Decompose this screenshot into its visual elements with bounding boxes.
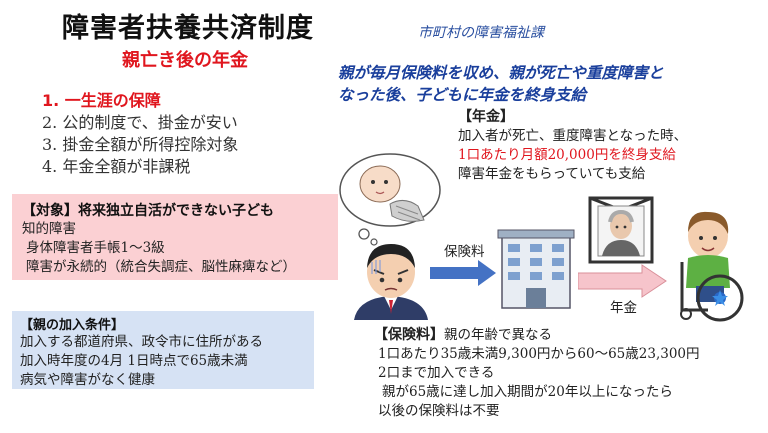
page-title: 障害者扶養共済制度 [62, 13, 314, 44]
baby-thought-bubble-illustration [339, 153, 441, 246]
pension-line-3: 障害年金をもらっていても支給 [458, 166, 646, 182]
premium-info: 【保険料】親の年齢で異なる 1口あたり35歳未満9,300円から60～65歳23… [374, 326, 700, 421]
key-point-1: 1. 一生涯の保障 [42, 91, 161, 110]
premium-arrow-label: 保険料 [444, 244, 485, 260]
pension-line-1: 加入者が死亡、重度障害となった時、 [458, 128, 688, 144]
child-wheelchair-illustration [680, 211, 744, 322]
page-subtitle: 親亡き後の年金 [122, 50, 248, 71]
target-line-1: 知的障害 [22, 221, 76, 237]
key-points-list: 1. 一生涯の保障 2. 公的制度で、掛金が安い 3. 掛金全額が所得控除対象 … [42, 90, 238, 178]
pension-info: 【年金】 加入者が死亡、重度障害となった時、 1口あたり月額20,000円を終身… [458, 108, 687, 184]
target-line-3: 障害が永続的（統合失調症、脳性麻痺など） [26, 259, 296, 275]
premium-heading-rest: 親の年齢で異なる [444, 327, 552, 343]
lead-text: 親が毎月保険料を収め、親が死亡や重度障害と なった後、子どもに年金を終身支給 [338, 62, 758, 106]
target-heading: 【対象】将来独立自活ができない子ども [22, 203, 274, 219]
premium-heading: 【保険料】 [374, 327, 444, 343]
government-building-illustration [497, 229, 575, 309]
conditions-box: 【親の加入条件】 加入する都道府県、政令市に住所がある 加入時年度の4月 1日時… [12, 311, 314, 389]
pension-arrow-label: 年金 [610, 300, 637, 316]
lead-line-1: 親が毎月保険料を収め、親が死亡や重度障害と [338, 64, 664, 82]
target-box: 【対象】将来独立自活ができない子ども 知的障害 身体障害者手帳1～3級 障害が永… [12, 194, 338, 280]
pension-heading: 【年金】 [458, 109, 514, 125]
premium-line-1: 1口あたり35歳未満9,300円から60～65歳23,300円 [378, 346, 700, 362]
conditions-line-1: 加入する都道府県、政令市に住所がある [20, 334, 263, 350]
key-point-3: 3. 掛金全額が所得控除対象 [42, 135, 239, 154]
organization-label: 市町村の障害福祉課 [418, 25, 544, 41]
lead-line-2: なった後、子どもに年金を終身支給 [338, 86, 587, 104]
key-point-4: 4. 年金全額が非課税 [42, 157, 191, 176]
key-point-2: 2. 公的制度で、掛金が安い [42, 113, 238, 132]
premium-line-2: 2口まで加入できる [378, 365, 495, 381]
worried-parent-illustration [354, 244, 428, 320]
conditions-line-2: 加入時年度の4月 1日時点で65歳未満 [20, 353, 248, 369]
premium-line-3: 親が65歳に達し加入期間が20年以上になったら [382, 384, 673, 400]
conditions-heading: 【親の加入条件】 [20, 318, 125, 333]
premium-arrow [430, 260, 496, 286]
target-line-2: 身体障害者手帳1～3級 [26, 240, 165, 256]
pension-line-2: 1口あたり月額20,000円を終身支給 [458, 147, 676, 163]
memorial-portrait-illustration [588, 196, 654, 264]
pension-arrow [578, 264, 667, 298]
conditions-line-3: 病気や障害がなく健康 [20, 372, 155, 388]
premium-line-4: 以後の保険料は不要 [378, 403, 500, 419]
